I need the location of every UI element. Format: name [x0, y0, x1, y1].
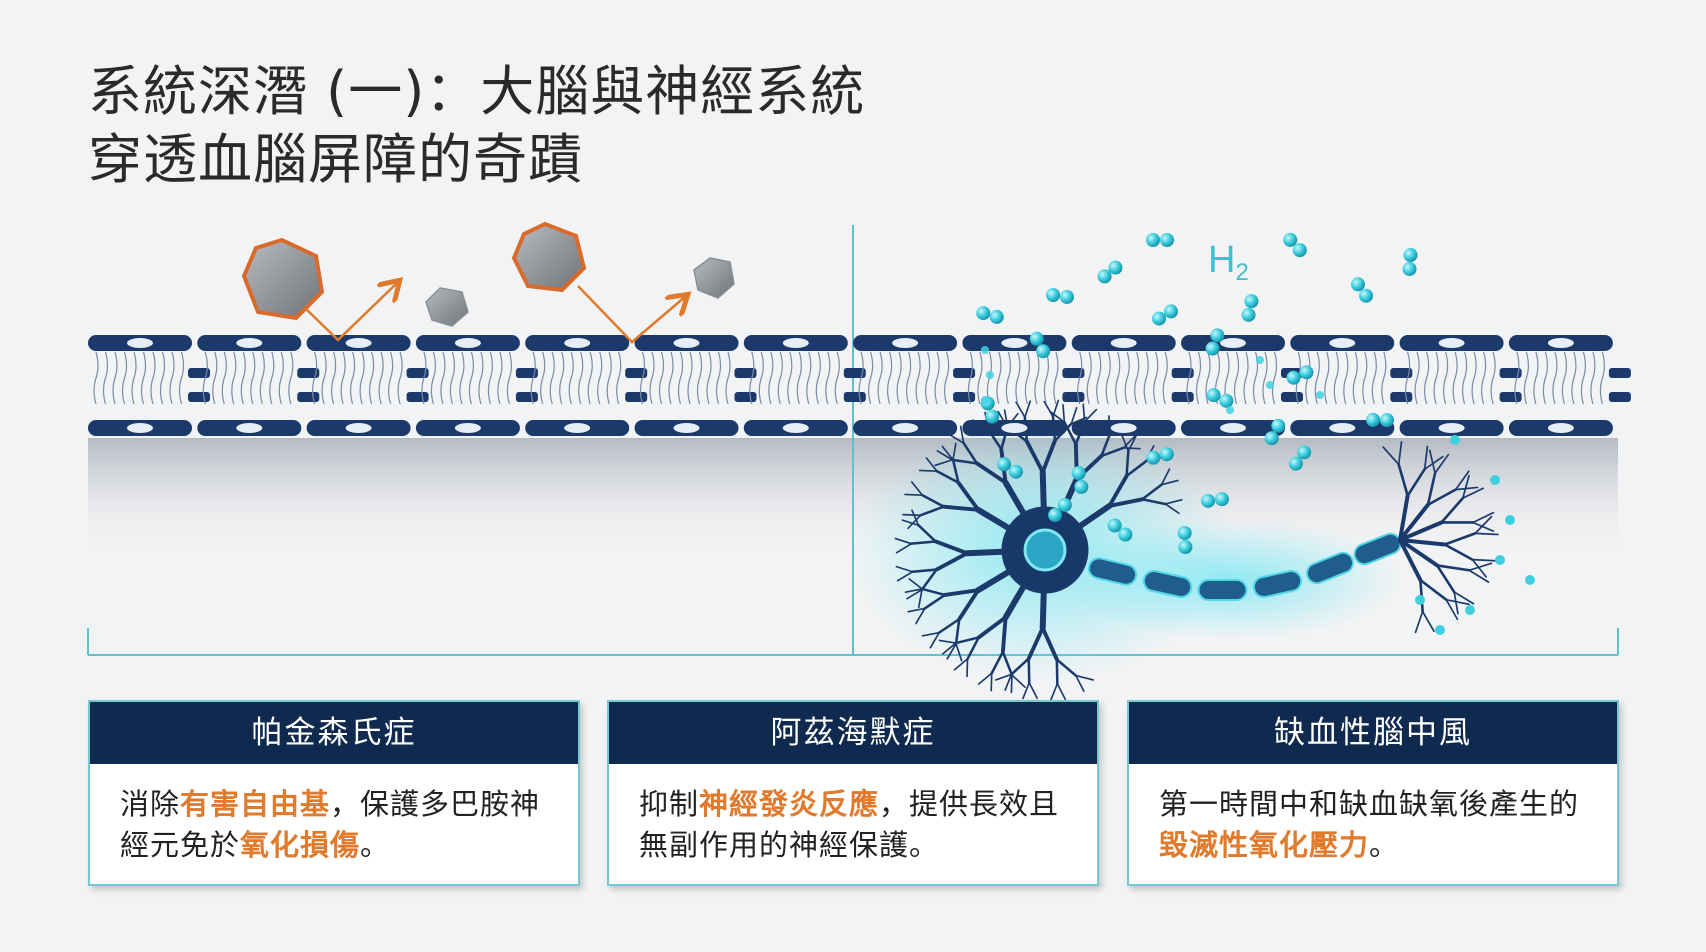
card-parkinsons: 帕金森氏症 消除有害自由基，保護多巴胺神經元免於氧化損傷。 [88, 700, 580, 886]
body-text: ，保護多巴胺神經元免於 [120, 787, 541, 862]
highlight-text: 神經發炎反應 [699, 787, 880, 821]
free-radical-small-2 [693, 257, 735, 299]
hydrogen-molecule [976, 306, 1004, 324]
title-line-2: 穿透血腦屏障的奇蹟 [88, 128, 583, 191]
h2-label-subscript: 2 [1235, 259, 1248, 286]
hydrogen-dot [1256, 356, 1264, 364]
membrane-segment [306, 335, 429, 436]
card-body: 第一時間中和缺血缺氧後產生的毀滅性氧化壓力。 [1129, 764, 1617, 866]
card-ischemic-stroke: 缺血性腦中風 第一時間中和缺血缺氧後產生的毀滅性氧化壓力。 [1127, 700, 1619, 886]
hydrogen-dot [1450, 435, 1460, 445]
hydrogen-molecule [1146, 447, 1174, 465]
body-text: 。 [360, 828, 391, 862]
card-title: 帕金森氏症 [90, 702, 578, 764]
body-text: 第一時間中和缺血缺氧後產生的 [1159, 787, 1580, 821]
free-radical-small-1 [425, 287, 469, 327]
membrane-segment [634, 335, 757, 436]
hydrogen-molecule [1288, 445, 1312, 471]
free-radicals [241, 221, 735, 327]
bounce-arrows [304, 282, 686, 344]
hydrogen-dot [986, 371, 994, 379]
highlight-text: 有害自由基 [180, 787, 331, 821]
hydrogen-dot [1465, 605, 1475, 615]
frame-lines [87, 225, 1619, 656]
hydrogen-molecule [1151, 304, 1179, 326]
hydrogen-molecule [1366, 412, 1394, 428]
body-text: 抑制 [639, 787, 700, 821]
hydrogen-molecule [1071, 466, 1089, 494]
hydrogen-molecule [1107, 518, 1133, 542]
hydrogen-molecule [1205, 328, 1225, 356]
membrane-segment [1071, 335, 1194, 436]
hydrogen-molecule [1206, 388, 1234, 408]
hydrogen-molecule [1286, 365, 1314, 385]
membrane-segment [415, 335, 538, 436]
hydrogen-molecule [997, 457, 1023, 479]
card-body: 抑制神經發炎反應，提供長效且無副作用的神經保護。 [609, 764, 1097, 866]
hydrogen-molecule [1350, 277, 1374, 303]
hydrogen-dot [1525, 575, 1535, 585]
free-radical-large-1 [241, 237, 325, 321]
membrane-segment [525, 335, 648, 436]
hydrogen-dot [1226, 406, 1234, 414]
hydrogen-molecule [1177, 526, 1193, 554]
membrane-segment [1290, 335, 1413, 436]
neuron-cell [894, 399, 1499, 701]
hydrogen-dot [981, 396, 989, 404]
highlight-text: 毀滅性氧化壓力 [1159, 828, 1370, 862]
hydrogen-dot [1435, 625, 1445, 635]
h2-label-main: H [1208, 239, 1235, 281]
bounce-arrow-2 [577, 285, 686, 344]
hydrogen-molecule [1201, 492, 1229, 508]
hydrogen-molecule [1048, 497, 1072, 523]
membrane-segment [88, 335, 210, 436]
hydrogen-dot [1415, 595, 1425, 605]
hydrogen-molecule [1402, 248, 1418, 276]
h2-label: H2 [1208, 239, 1249, 286]
hydrogen-molecule [1046, 288, 1074, 304]
hydrogen-molecule [1146, 233, 1174, 247]
membrane-segment [962, 335, 1085, 436]
card-title: 阿茲海默症 [609, 702, 1097, 764]
card-title: 缺血性腦中風 [1129, 702, 1617, 764]
hydrogen-molecule [1283, 232, 1307, 258]
hydrogen-molecule [1264, 418, 1286, 446]
hydrogen-dot [981, 346, 989, 354]
hydrogen-molecule [1097, 260, 1123, 284]
membrane-segment [853, 335, 976, 436]
hydrogen-dot [1495, 555, 1505, 565]
body-text: 消除 [120, 787, 181, 821]
bounce-arrow-1 [304, 282, 398, 342]
cell-membrane [88, 335, 1631, 436]
hydrogen-dot [1266, 381, 1274, 389]
card-alzheimers: 阿茲海默症 抑制神經發炎反應，提供長效且無副作用的神經保護。 [607, 700, 1099, 886]
free-radical-large-2 [511, 221, 587, 293]
membrane-segment [1508, 335, 1631, 436]
page-title: 系統深潛 (一)：大腦與神經系統 穿透血腦屏障的奇蹟 [88, 58, 865, 194]
membrane-segment [1399, 335, 1522, 436]
membrane-segment [1181, 335, 1303, 436]
membrane-segment [197, 335, 320, 436]
body-text: 。 [1369, 828, 1400, 862]
body-text: ，提供長效且無副作用的神經保護。 [639, 787, 1060, 862]
hydrogen-dot [1316, 391, 1324, 399]
hydrogen-molecule [1241, 294, 1259, 322]
membrane-segment [743, 335, 866, 436]
hydrogen-dot [1490, 475, 1500, 485]
highlight-text: 氧化損傷 [240, 828, 361, 862]
title-line-1: 系統深潛 (一)：大腦與神經系統 [88, 60, 866, 123]
card-body: 消除有害自由基，保護多巴胺神經元免於氧化損傷。 [90, 764, 578, 866]
hydrogen-molecule [1029, 331, 1051, 359]
hydrogen-molecules [976, 232, 1535, 635]
hydrogen-dot [1505, 515, 1515, 525]
